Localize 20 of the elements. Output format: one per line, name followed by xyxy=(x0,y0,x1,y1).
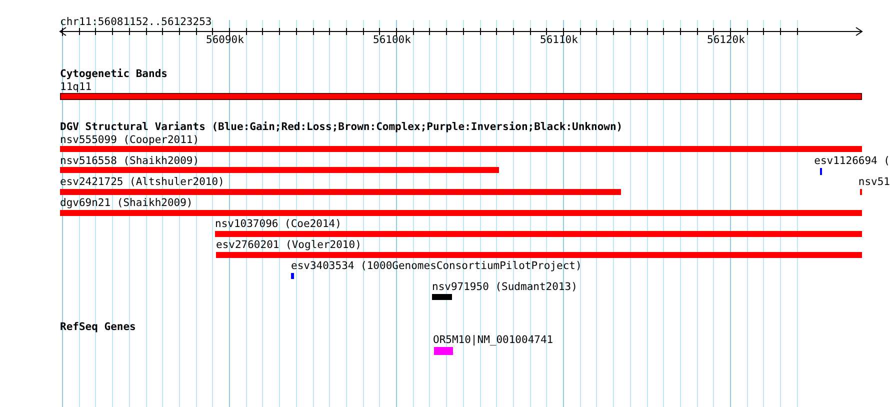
feature-label: esv3403534 (1000GenomesConsortiumPilotProject) xyxy=(291,260,582,272)
feature-label: nsv51 xyxy=(858,176,890,188)
feature-label: nsv1037096 (Coe2014) xyxy=(215,218,342,230)
feature-label: OR5M10|NM_001004741 xyxy=(433,334,554,346)
feature-label: esv1126694 ( xyxy=(814,155,890,167)
track-title: DGV Structural Variants (Blue:Gain;Red:Loss;Brown:Complex;Purple:Inversion;Black:Unknown) xyxy=(60,121,623,133)
region-label: chr11:56081152..56123253 xyxy=(60,16,212,28)
feature-label: esv2421725 (Altshuler2010) xyxy=(60,176,224,188)
tick-label: 56110k xyxy=(540,34,578,46)
tick-label: 56090k xyxy=(206,34,244,46)
feature-label: nsv516558 (Shaikh2009) xyxy=(60,155,200,167)
feature-label: dgv69n21 (Shaikh2009) xyxy=(60,197,193,209)
track-title: Cytogenetic Bands xyxy=(60,68,168,80)
feature-label: nsv555099 (Cooper2011) xyxy=(60,134,200,146)
tick-label: 56120k xyxy=(707,34,745,46)
feature-label: 11q11 xyxy=(60,81,92,93)
feature-label: nsv971950 (Sudmant2013) xyxy=(432,281,578,293)
track-title: RefSeq Genes xyxy=(60,321,136,333)
feature-label: esv2760201 (Vogler2010) xyxy=(216,239,362,251)
tick-label: 56100k xyxy=(373,34,411,46)
